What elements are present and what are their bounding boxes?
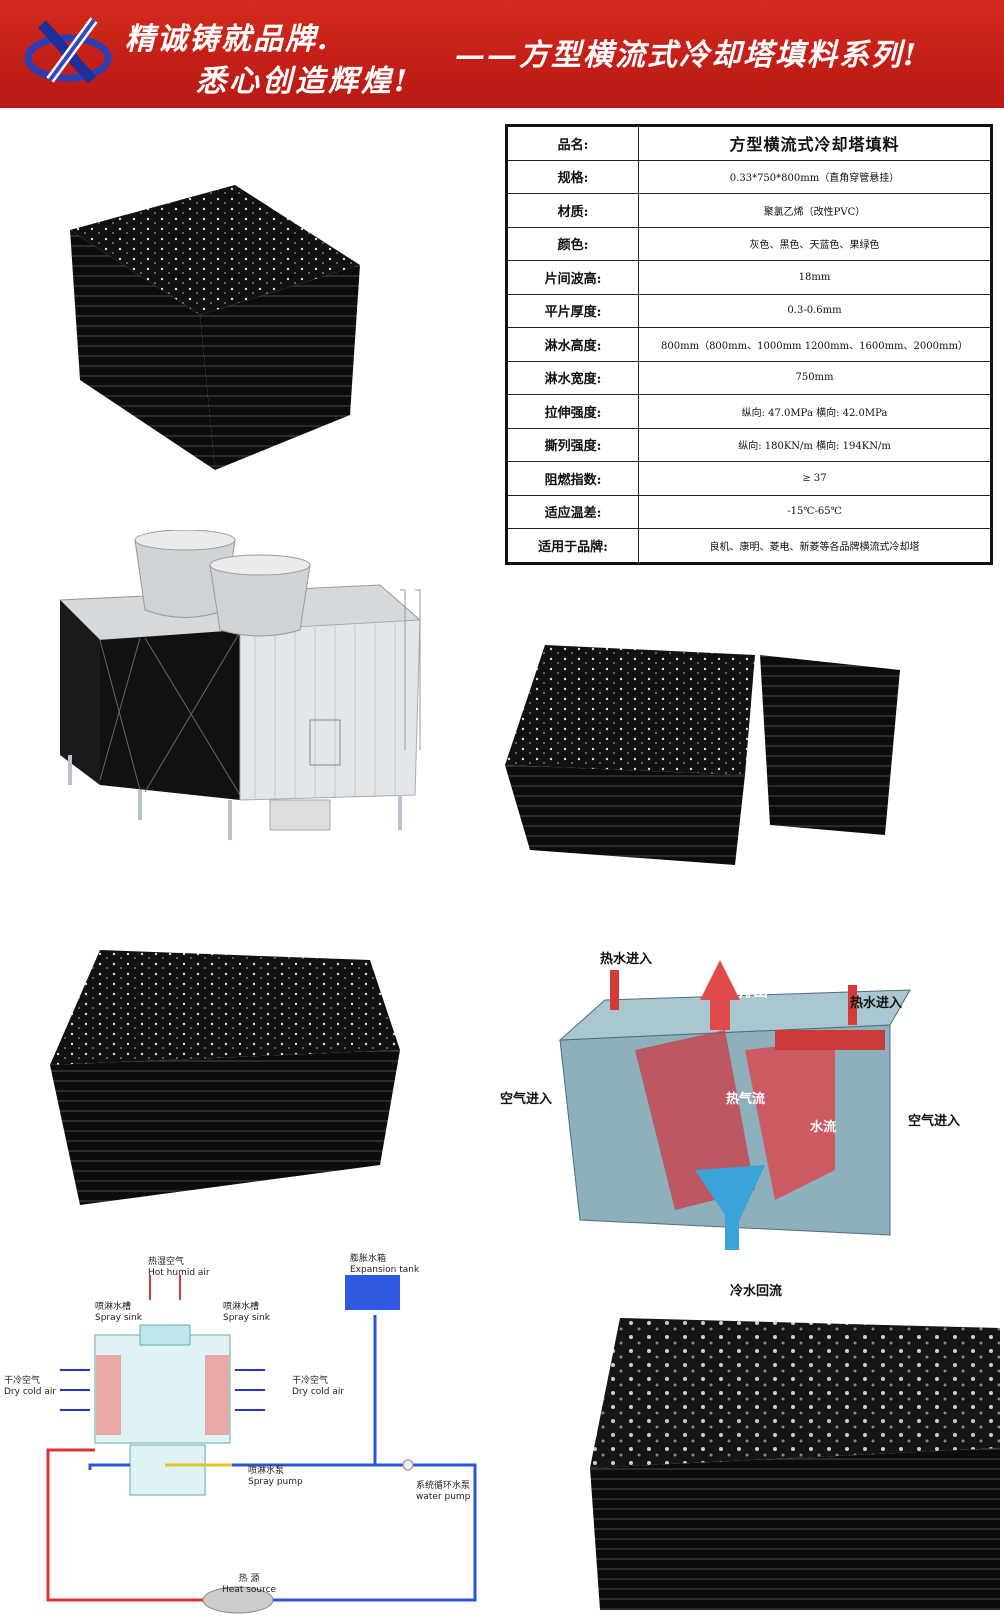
label-water-flow: 水流 <box>810 1120 837 1135</box>
spec-key: 规格: <box>506 159 639 194</box>
fill-closeup-image <box>590 1318 1000 1610</box>
spec-value: 纵向: 47.0MPa 横向: 42.0MPa <box>638 394 992 429</box>
label-hot-water-in-right: 热水进入 <box>850 996 903 1011</box>
spec-value: 750mm <box>638 360 992 395</box>
spec-key: 品名: <box>506 125 639 161</box>
spec-key: 淋水宽度: <box>506 360 639 395</box>
slogan-line-1: 精诚铸就品牌. <box>125 22 330 57</box>
spec-key: 片间波高: <box>506 260 639 295</box>
cooling-tower-image <box>58 530 422 840</box>
crossflow-tower-diagram <box>558 960 911 1250</box>
spec-key: 拉伸强度: <box>506 394 639 429</box>
spec-row: 适应温差:-15℃-65℃ <box>506 494 992 529</box>
spec-row: 阻燃指数:≥ 37 <box>506 461 992 496</box>
label-air-in-left: 空气进入 <box>500 1092 553 1107</box>
spec-value: ≥ 37 <box>638 461 992 496</box>
spec-value: 灰色、黑色、天蓝色、果绿色 <box>638 226 992 261</box>
fill-block-pair-image <box>505 645 900 865</box>
spec-value: -15℃-65℃ <box>638 494 992 529</box>
spec-row: 材质:聚氯乙烯（改性PVC） <box>506 193 992 228</box>
series-title: ——方型横流式冷却塔填料系列! <box>455 38 919 73</box>
spec-key: 颜色: <box>506 226 639 261</box>
spec-key: 适用于品牌: <box>506 528 639 564</box>
spec-key: 阻燃指数: <box>506 461 639 496</box>
spec-key: 适应温差: <box>506 494 639 529</box>
label-air-in-right: 空气进入 <box>908 1114 961 1129</box>
spec-value: 0.3-0.6mm <box>638 293 992 328</box>
fill-block-image-1 <box>70 185 360 470</box>
spec-value: 方型横流式冷却塔填料 <box>638 125 992 161</box>
fill-block-image-3 <box>50 950 400 1205</box>
spec-row: 拉伸强度:纵向: 47.0MPa 横向: 42.0MPa <box>506 394 992 429</box>
spec-row: 品名:方型横流式冷却塔填料 <box>506 125 992 161</box>
spec-row: 淋水宽度:750mm <box>506 360 992 395</box>
label-hot-air-flow: 热气流 <box>726 1092 766 1107</box>
spec-value: 18mm <box>638 260 992 295</box>
spec-key: 撕列强度: <box>506 427 639 462</box>
slogan-line-2: 悉心创造辉煌! <box>196 64 411 99</box>
spec-row: 撕列强度:纵向: 180KN/m 横向: 194KN/m <box>506 427 992 462</box>
spec-value: 良机、康明、菱电、新菱等各品牌横流式冷却塔 <box>638 528 992 564</box>
spec-row: 规格:0.33*750*800mm（直角穿管悬挂） <box>506 159 992 194</box>
spec-table: 品名:方型横流式冷却塔填料规格:0.33*750*800mm（直角穿管悬挂）材质… <box>505 124 993 565</box>
label-exhaust: 排出 <box>738 982 769 1000</box>
spec-value: 0.33*750*800mm（直角穿管悬挂） <box>638 159 992 194</box>
spec-row: 片间波高:18mm <box>506 260 992 295</box>
spec-row: 淋水高度:800mm（800mm、1000mm 1200mm、1600mm、20… <box>506 327 992 362</box>
spec-row: 平片厚度:0.3-0.6mm <box>506 293 992 328</box>
spec-value: 纵向: 180KN/m 横向: 194KN/m <box>638 427 992 462</box>
company-logo-icon <box>24 17 112 84</box>
spec-key: 平片厚度: <box>506 293 639 328</box>
spec-row: 适用于品牌:良机、康明、菱电、新菱等各品牌横流式冷却塔 <box>506 528 992 564</box>
header-banner: 精诚铸就品牌. 悉心创造辉煌! ——方型横流式冷却塔填料系列! <box>0 0 1004 108</box>
circulation-schematic <box>46 1275 477 1614</box>
label-cold-water-return: 冷水回流 <box>730 1284 783 1299</box>
label-hot-water-in-left: 热水进入 <box>600 952 653 967</box>
spec-key: 淋水高度: <box>506 327 639 362</box>
spec-row: 颜色:灰色、黑色、天蓝色、果绿色 <box>506 226 992 261</box>
spec-value: 聚氯乙烯（改性PVC） <box>638 193 992 228</box>
spec-key: 材质: <box>506 193 639 228</box>
spec-value: 800mm（800mm、1000mm 1200mm、1600mm、2000mm） <box>638 327 992 362</box>
